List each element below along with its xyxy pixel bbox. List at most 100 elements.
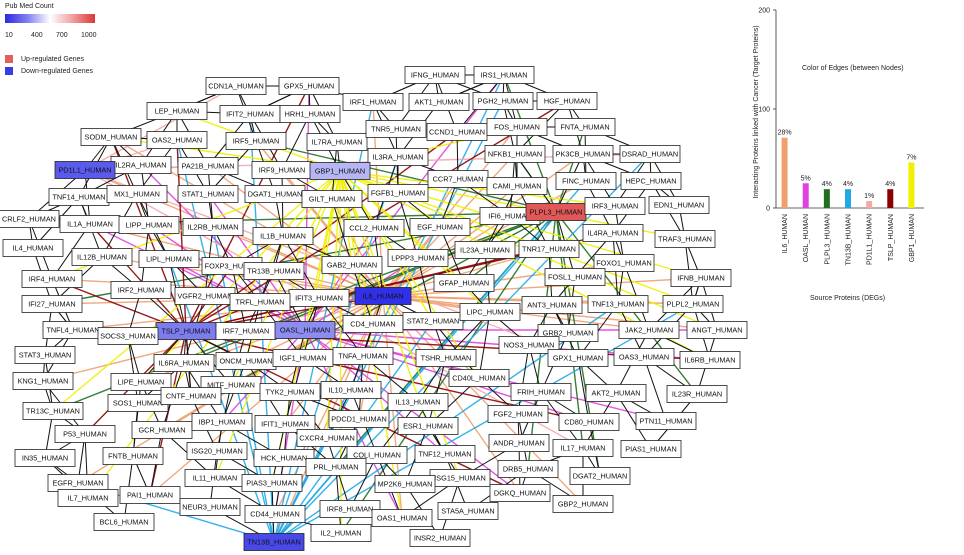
node-nos3[interactable]: NOS3_HUMAN bbox=[498, 336, 560, 354]
node-cntf[interactable]: CNTF_HUMAN bbox=[160, 387, 222, 405]
node-gab2[interactable]: GAB2_HUMAN bbox=[321, 256, 383, 274]
node-fosl1[interactable]: FOSL1_HUMAN bbox=[544, 268, 606, 286]
node-ifnb[interactable]: IFNB_HUMAN bbox=[670, 269, 732, 287]
node-ptn11[interactable]: PTN11_HUMAN bbox=[635, 412, 697, 430]
node-cdn1a[interactable]: CDN1A_HUMAN bbox=[205, 77, 267, 95]
node-tnf14[interactable]: TNF14_HUMAN bbox=[48, 188, 110, 206]
node-ccl2[interactable]: CCL2_HUMAN bbox=[343, 219, 405, 237]
node-hrh1[interactable]: HRH1_HUMAN bbox=[279, 105, 341, 123]
node-pdcd1[interactable]: PDCD1_HUMAN bbox=[328, 410, 390, 428]
node-tnf13[interactable]: TNF13_HUMAN bbox=[587, 295, 649, 313]
node-tnfa[interactable]: TNFA_HUMAN bbox=[332, 347, 394, 365]
node-gfap[interactable]: GFAP_HUMAN bbox=[433, 274, 495, 292]
node-gbp2[interactable]: GBP2_HUMAN bbox=[552, 495, 614, 513]
node-il7[interactable]: IL7_HUMAN bbox=[57, 489, 119, 507]
node-il23a[interactable]: IL23A_HUMAN bbox=[454, 241, 516, 259]
node-il6rb[interactable]: IL6RB_HUMAN bbox=[679, 351, 741, 369]
node-stat1[interactable]: STAT1_HUMAN bbox=[177, 185, 239, 203]
node-irf2[interactable]: IRF2_HUMAN bbox=[110, 281, 172, 299]
node-cd4[interactable]: CD4_HUMAN bbox=[342, 315, 404, 333]
node-tnfl4[interactable]: TNFL4_HUMAN bbox=[42, 321, 104, 339]
node-tshr[interactable]: TSHR_HUMAN bbox=[415, 349, 477, 367]
node-finc[interactable]: FINC_HUMAN bbox=[555, 172, 617, 190]
node-tr13c[interactable]: TR13C_HUMAN bbox=[22, 402, 84, 420]
node-lep[interactable]: LEP_HUMAN bbox=[146, 102, 208, 120]
node-pias1[interactable]: PIAS1_HUMAN bbox=[620, 440, 682, 458]
node-irs1[interactable]: IRS1_HUMAN bbox=[473, 66, 535, 84]
node-sos1[interactable]: SOS1_HUMAN bbox=[107, 394, 169, 412]
node-pk3cb[interactable]: PK3CB_HUMAN bbox=[552, 145, 614, 163]
node-in35[interactable]: IN35_HUMAN bbox=[14, 449, 76, 467]
node-il4ra[interactable]: IL4RA_HUMAN bbox=[582, 224, 644, 242]
node-il17[interactable]: IL17_HUMAN bbox=[552, 439, 614, 457]
node-ifi27[interactable]: IFI27_HUMAN bbox=[21, 295, 83, 313]
node-irf8[interactable]: IRF8_HUMAN bbox=[319, 500, 381, 518]
node-hck[interactable]: HCK_HUMAN bbox=[253, 449, 315, 467]
node-gcr[interactable]: GCR_HUMAN bbox=[131, 421, 193, 439]
node-p53[interactable]: P53_HUMAN bbox=[54, 425, 116, 443]
node-pd1l1[interactable]: PD1L1_HUMAN bbox=[54, 161, 116, 179]
node-dgat1[interactable]: DGAT1_HUMAN bbox=[244, 185, 306, 203]
node-gbp1[interactable]: GBP1_HUMAN bbox=[309, 162, 371, 180]
node-bcl6[interactable]: BCL6_HUMAN bbox=[93, 513, 155, 531]
node-fnta[interactable]: FNTA_HUMAN bbox=[554, 118, 616, 136]
node-ifng[interactable]: IFNG_HUMAN bbox=[404, 66, 466, 84]
node-sta5a[interactable]: STA5A_HUMAN bbox=[437, 502, 499, 520]
node-tnr17[interactable]: TNR17_HUMAN bbox=[518, 240, 580, 258]
node-vgfr2[interactable]: VGFR2_HUMAN bbox=[174, 287, 236, 305]
node-insr2[interactable]: INSR2_HUMAN bbox=[409, 529, 471, 547]
node-il10[interactable]: IL10_HUMAN bbox=[320, 381, 382, 399]
node-stat2[interactable]: STAT2_HUMAN bbox=[402, 312, 464, 330]
node-irf1[interactable]: IRF1_HUMAN bbox=[342, 93, 404, 111]
node-irf4[interactable]: IRF4_HUMAN bbox=[21, 270, 83, 288]
node-oas1[interactable]: OAS1_HUMAN bbox=[371, 509, 433, 527]
node-stat3[interactable]: STAT3_HUMAN bbox=[14, 346, 76, 364]
node-oas2[interactable]: OAS2_HUMAN bbox=[146, 131, 208, 149]
node-foxo1[interactable]: FOXO1_HUMAN bbox=[593, 254, 655, 272]
node-oncm[interactable]: ONCM_HUMAN bbox=[215, 352, 277, 370]
node-cd40l[interactable]: CD40L_HUMAN bbox=[448, 369, 510, 387]
node-cami[interactable]: CAMI_HUMAN bbox=[486, 177, 548, 195]
node-jak2[interactable]: JAK2_HUMAN bbox=[618, 321, 680, 339]
node-plpl2[interactable]: PLPL2_HUMAN bbox=[662, 295, 724, 313]
node-traf3[interactable]: TRAF3_HUMAN bbox=[654, 230, 716, 248]
node-il6[interactable]: IL6_HUMAN bbox=[354, 287, 412, 305]
node-mp2k6[interactable]: MP2K6_HUMAN bbox=[374, 475, 436, 493]
node-pias3[interactable]: PIAS3_HUMAN bbox=[241, 474, 303, 492]
node-egf[interactable]: EGF_HUMAN bbox=[409, 218, 471, 236]
node-il11[interactable]: IL11_HUMAN bbox=[184, 469, 246, 487]
node-sodm[interactable]: SODM_HUMAN bbox=[80, 128, 142, 146]
node-cd44[interactable]: CD44_HUMAN bbox=[244, 505, 306, 523]
node-il13[interactable]: IL13_HUMAN bbox=[387, 393, 449, 411]
node-il2rb[interactable]: IL2RB_HUMAN bbox=[182, 218, 244, 236]
node-lppp3[interactable]: LPPP3_HUMAN bbox=[387, 249, 449, 267]
node-angt[interactable]: ANGT_HUMAN bbox=[686, 321, 748, 339]
node-fos[interactable]: FOS_HUMAN bbox=[486, 118, 548, 136]
node-il1a[interactable]: IL1A_HUMAN bbox=[59, 215, 121, 233]
node-akt2[interactable]: AKT2_HUMAN bbox=[585, 384, 647, 402]
node-il12b[interactable]: IL12B_HUMAN bbox=[71, 248, 133, 266]
node-tnr5[interactable]: TNR5_HUMAN bbox=[365, 120, 427, 138]
node-tr13b[interactable]: TR13B_HUMAN bbox=[243, 262, 305, 280]
node-ifit3[interactable]: IFIT3_HUMAN bbox=[288, 289, 350, 307]
node-isg15[interactable]: ISG15_HUMAN bbox=[429, 469, 491, 487]
node-il2[interactable]: IL2_HUMAN bbox=[310, 524, 372, 542]
node-akt1[interactable]: AKT1_HUMAN bbox=[408, 93, 470, 111]
node-ifit1[interactable]: IFIT1_HUMAN bbox=[254, 415, 316, 433]
node-lipp[interactable]: LIPP_HUMAN bbox=[118, 216, 180, 234]
node-kng1[interactable]: KNG1_HUMAN bbox=[12, 372, 74, 390]
node-cd80[interactable]: CD80_HUMAN bbox=[558, 413, 620, 431]
node-isg20[interactable]: ISG20_HUMAN bbox=[186, 442, 248, 460]
node-tslp[interactable]: TSLP_HUMAN bbox=[155, 322, 217, 340]
node-ifit2[interactable]: IFIT2_HUMAN bbox=[219, 105, 281, 123]
node-socs3[interactable]: SOCS3_HUMAN bbox=[97, 327, 159, 345]
node-il23r[interactable]: IL23R_HUMAN bbox=[666, 385, 728, 403]
node-trfl[interactable]: TRFL_HUMAN bbox=[229, 293, 291, 311]
node-lipe[interactable]: LIPE_HUMAN bbox=[110, 373, 172, 391]
node-fgfb1[interactable]: FGFB1_HUMAN bbox=[367, 184, 429, 202]
node-tnf12[interactable]: TNF12_HUMAN bbox=[414, 445, 476, 463]
node-dgkq[interactable]: DGKQ_HUMAN bbox=[489, 484, 551, 502]
node-il6ra[interactable]: IL6RA_HUMAN bbox=[153, 354, 215, 372]
node-dgat2[interactable]: DGAT2_HUMAN bbox=[569, 467, 631, 485]
node-lipc[interactable]: LIPC_HUMAN bbox=[459, 303, 521, 321]
